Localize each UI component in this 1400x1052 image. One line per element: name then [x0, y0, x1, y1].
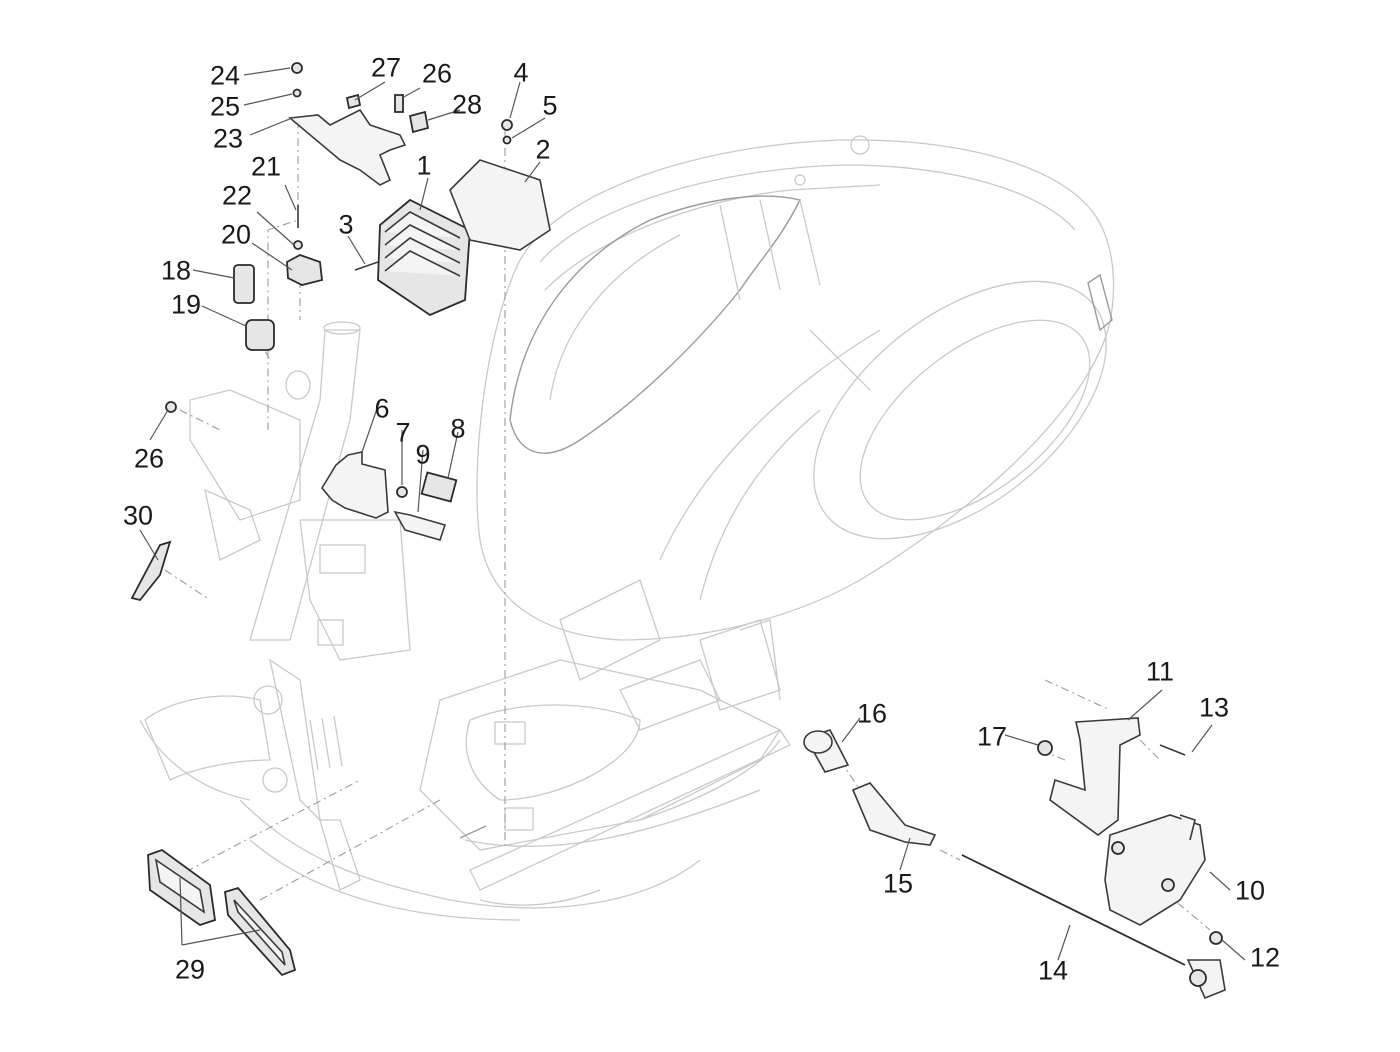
label-part-10: 10 [1234, 875, 1266, 906]
part-14-rod-end [1186, 959, 1226, 1000]
part-6-bracket [321, 451, 389, 519]
label-part-27: 27 [370, 52, 402, 83]
part-2-bracket [449, 159, 551, 251]
label-part-9: 9 [415, 439, 431, 470]
label-part-16: 16 [856, 698, 888, 729]
part-24-screw [291, 62, 303, 74]
part-14-rod [961, 854, 1186, 966]
label-part-2: 2 [535, 134, 551, 165]
part-17-clip [1037, 740, 1053, 756]
part-5-washer [502, 135, 512, 145]
label-part-17: 17 [976, 721, 1008, 752]
label-part-4: 4 [513, 57, 529, 88]
part-16-cap-end [803, 730, 833, 754]
part-9-connector [393, 510, 447, 541]
part-23-bracket [288, 108, 407, 186]
label-part-5: 5 [542, 90, 558, 121]
label-part-26: 26 [421, 58, 453, 89]
label-part-20: 20 [220, 219, 252, 250]
label-part-25: 25 [209, 91, 241, 122]
label-part-19: 19 [170, 289, 202, 320]
label-part-3: 3 [338, 209, 354, 240]
label-part-23: 23 [212, 123, 244, 154]
label-part-30: 30 [122, 500, 154, 531]
label-part-18: 18 [160, 255, 192, 286]
scooter-frame [139, 135, 1115, 921]
part-7-washer [396, 486, 408, 498]
label-part-8: 8 [450, 413, 466, 444]
part-20-sensor [286, 254, 323, 286]
part-22-washer [293, 240, 303, 250]
part-19-grommet [245, 319, 275, 351]
part-3-screw [354, 261, 379, 271]
label-part-22: 22 [221, 180, 253, 211]
part-26-clip-nut [394, 94, 404, 113]
label-part-24: 24 [209, 60, 241, 91]
part-10-lock [1104, 814, 1206, 926]
label-part-21: 21 [250, 151, 282, 182]
label-part-6: 6 [374, 393, 390, 424]
label-part-14: 14 [1037, 955, 1069, 986]
label-part-26-lower: 26 [133, 443, 165, 474]
part-18-cover [233, 264, 255, 304]
label-part-29: 29 [174, 954, 206, 985]
part-1-regulator [377, 198, 471, 317]
part-15-rod-end [851, 782, 937, 846]
label-part-11: 11 [1145, 656, 1175, 687]
part-25-washer [292, 88, 302, 98]
part-13-screw [1159, 744, 1186, 756]
label-part-7: 7 [395, 417, 411, 448]
part-27-clip [345, 93, 362, 110]
part-11-bracket [1049, 717, 1141, 836]
part-8-relay [420, 471, 458, 503]
leader-lines [139, 67, 1246, 961]
part-4-screw [501, 119, 513, 131]
label-part-28: 28 [451, 89, 483, 120]
part-12-nut [1209, 931, 1223, 945]
label-part-13: 13 [1198, 692, 1230, 723]
assembly-lines [164, 120, 1211, 931]
part-28-spring-nut [408, 110, 430, 134]
label-part-15: 15 [882, 868, 914, 899]
part-30-plate [130, 540, 172, 602]
part-26-clip-nut-b [165, 401, 177, 413]
part-29-gaskets [147, 848, 297, 977]
label-part-12: 12 [1249, 942, 1281, 973]
label-part-1: 1 [416, 150, 432, 181]
